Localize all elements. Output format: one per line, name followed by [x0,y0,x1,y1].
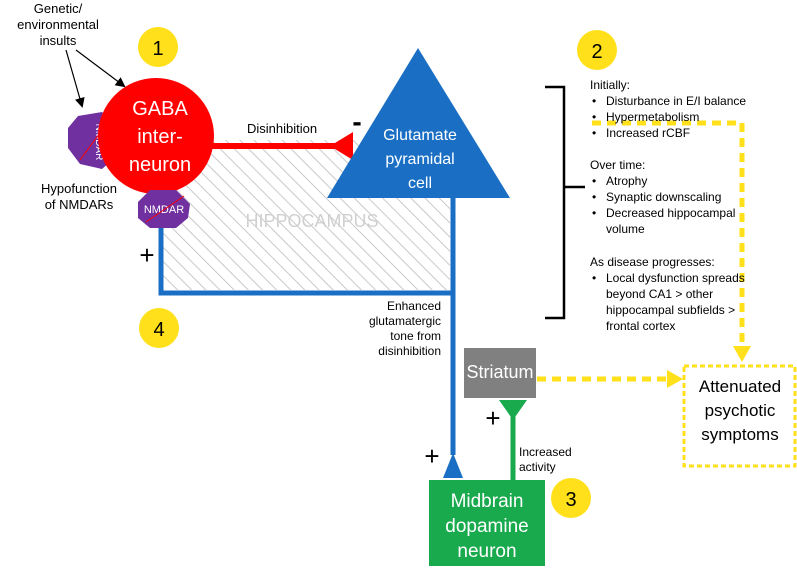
bullet: • [592,94,596,108]
bullet: • [592,126,596,140]
glutamate-label-3: cell [408,175,432,192]
minus-sign: - [352,106,361,137]
plus-sign-gaba: + [139,240,154,270]
enhanced-label-1: Enhanced [387,299,441,313]
increased-activity-1: Increased [519,445,572,459]
progresses-heading: As disease progresses: [590,255,715,269]
insults-arrow-gaba [75,49,126,88]
attenuated-label-2: psychotic [705,401,776,420]
midbrain-dopamine-neuron [429,480,545,566]
badge-1-label: 1 [152,38,163,60]
gaba-interneuron [98,78,214,194]
badge-4: 4 [139,308,179,348]
hippocampus-label: HIPPOCAMPUS [245,211,378,231]
badge-3-label: 3 [565,489,576,511]
striatum-arrow-head [667,370,683,388]
over-time-item-4: volume [606,222,645,236]
attenuated-symptoms-box [682,364,797,468]
insults-label-3: insults [40,33,77,48]
gaba-label-2: inter- [137,126,183,148]
nmdar-bottom: NMDAR [138,190,190,228]
striatum-box [464,348,536,398]
attenuated-label-3: symptoms [701,425,778,444]
disinhibition-terminal [330,132,353,160]
stages-bracket [545,85,585,320]
bullet: • [592,271,596,285]
glutamate-label-1: Glutamate [383,127,457,144]
attenuated-label-1: Attenuated [699,377,781,396]
progresses-item-4: frontal cortex [606,319,675,333]
striatum-terminal [499,400,527,420]
insults-label-1: Genetic/ [34,1,83,16]
badge-2: 2 [577,30,617,70]
badge-3: 3 [551,478,591,518]
glutamate-label-2: pyramidal [385,151,454,168]
over-time-heading: Over time: [590,158,645,172]
disinhibition-label: Disinhibition [247,121,317,136]
badge-2-label: 2 [591,41,602,63]
glutamate-pyramidal-cell [327,48,510,198]
enhanced-label-3: tone from [390,329,441,343]
hypofunction-label-1: Hypofunction [41,181,117,196]
initially-item-1: Disturbance in E/I balance [606,94,746,108]
gaba-label-1: GABA [132,98,188,120]
enhanced-label-4: disinhibition [378,344,441,358]
bullet: • [592,190,596,204]
insults-label-2: environmental [17,17,99,32]
bullet: • [592,174,596,188]
enhanced-label-2: glutamatergic [369,314,441,328]
initially-heading: Initially: [590,78,630,92]
badge-1: 1 [138,27,178,67]
gaba-label-3: neuron [129,154,191,176]
initially-item-3: Increased rCBF [606,126,690,140]
insults-arrow-nmdar [65,49,85,108]
over-time-item-3: Decreased hippocampal [606,206,735,220]
plus-sign-striatum: + [485,403,500,433]
over-time-item-2: Synaptic downscaling [606,190,721,204]
midbrain-label-1: Midbrain [451,491,524,512]
stages-to-symptoms-arrow [592,120,745,348]
progresses-item-1: Local dysfunction spreads [606,271,745,285]
midbrain-terminal [443,453,463,478]
midbrain-label-2: dopamine [445,516,528,537]
bullet: • [592,110,596,124]
progresses-item-2: beyond CA1 > other [606,287,713,301]
stages-arrow-head [733,346,751,362]
midbrain-label-3: neuron [457,541,516,562]
over-time-item-1: Atrophy [606,174,647,188]
bullet: • [592,206,596,220]
badge-4-label: 4 [153,319,164,341]
increased-activity-2: activity [519,460,556,474]
plus-sign-midbrain: + [424,441,439,471]
striatum-label: Striatum [466,362,533,382]
initially-item-2: Hypermetabolism [606,110,699,124]
progresses-item-3: hippocampal subfields > [606,303,735,317]
hypofunction-label-2: of NMDARs [45,197,114,212]
feedback-path [158,185,456,296]
